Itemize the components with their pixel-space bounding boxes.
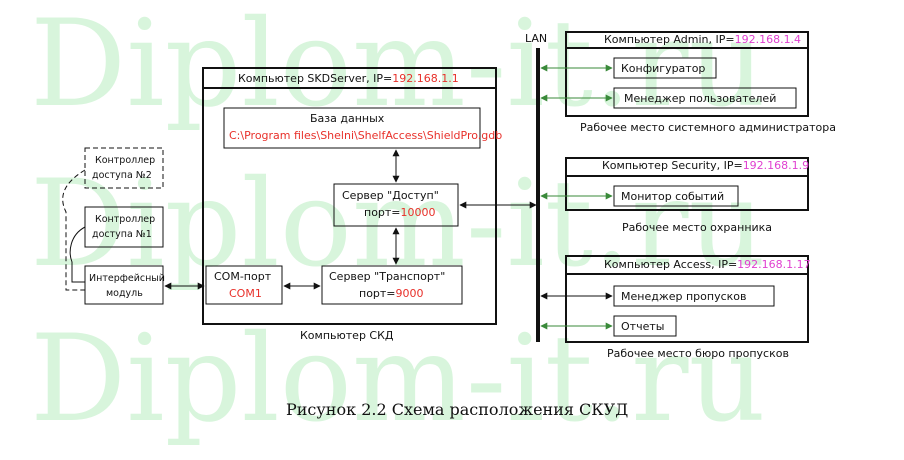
pass-manager-box (613, 285, 775, 307)
transport-server-box (321, 265, 463, 305)
figure-caption: Рисунок 2.2 Схема расположения СКУД (286, 400, 628, 419)
admin-caption: Рабочее место системного администратора (580, 121, 836, 134)
lan-label: LAN (525, 32, 547, 45)
controller-1-line2: доступа №1 (92, 229, 152, 240)
server-footer: Компьютер СКД (300, 329, 394, 342)
security-computer: Компьютер Security, IP=192.168.1.9 Монит… (540, 157, 809, 234)
access-title: Компьютер Access, IP=192.168.1.17 (604, 258, 811, 271)
controller-2-box (84, 147, 164, 189)
pass-manager-label: Менеджер пропусков (621, 290, 747, 303)
access-server-port: порт=10000 (364, 206, 436, 219)
configurator-box (613, 57, 717, 79)
database-title: База данных (310, 112, 385, 125)
security-title: Компьютер Security, IP=192.168.1.9 (602, 159, 809, 172)
access-caption: Рабочее место бюро пропусков (607, 347, 789, 360)
controller-2-bus (62, 169, 86, 291)
security-caption: Рабочее место охранника (622, 221, 772, 234)
interface-module-box (84, 265, 164, 305)
controller-2-line1: Контроллер (95, 155, 155, 166)
event-monitor-box (613, 185, 739, 207)
controller-1-line1: Контроллер (95, 214, 155, 225)
controller-2-line2: доступа №2 (92, 170, 152, 181)
com-port-value: COM1 (229, 287, 262, 300)
user-manager-label: Менеджер пользователей (624, 92, 776, 105)
com-port-label: COM-порт (214, 270, 272, 283)
transport-server-port: порт=9000 (359, 287, 424, 300)
database-path: C:\Program files\Shelni\ShelfAccess\Shie… (229, 129, 502, 142)
interface-module-line2: модуль (106, 288, 143, 299)
controllers-group: Контроллер доступа №2 Контроллер доступа… (62, 147, 205, 305)
watermark-3: Diplom-it.ru (30, 310, 766, 449)
server-title: Компьютер SKDServer, IP=192.168.1.1 (238, 72, 459, 85)
reports-box (613, 315, 677, 337)
access-computer: Компьютер Access, IP=192.168.1.17 Менедж… (540, 255, 811, 360)
access-server-label: Сервер "Доступ" (342, 189, 439, 202)
reports-label: Отчеты (621, 320, 664, 333)
configurator-label: Конфигуратор (621, 62, 705, 75)
event-monitor-label: Монитор событий (621, 190, 724, 203)
server-computer: Компьютер SKDServer, IP=192.168.1.1 Комп… (202, 67, 502, 342)
admin-title: Компьютер Admin, IP=192.168.1.4 (604, 33, 801, 46)
admin-computer: Компьютер Admin, IP=192.168.1.4 Конфигур… (540, 31, 836, 134)
interface-module-line1: Интерфейсный (89, 273, 165, 284)
com-port-box (205, 265, 283, 305)
transport-server-label: Сервер "Транспорт" (329, 270, 445, 283)
user-manager-box (613, 87, 797, 109)
database-box (223, 107, 481, 149)
access-server-box (333, 183, 459, 227)
controller-1-bus (69, 226, 86, 283)
